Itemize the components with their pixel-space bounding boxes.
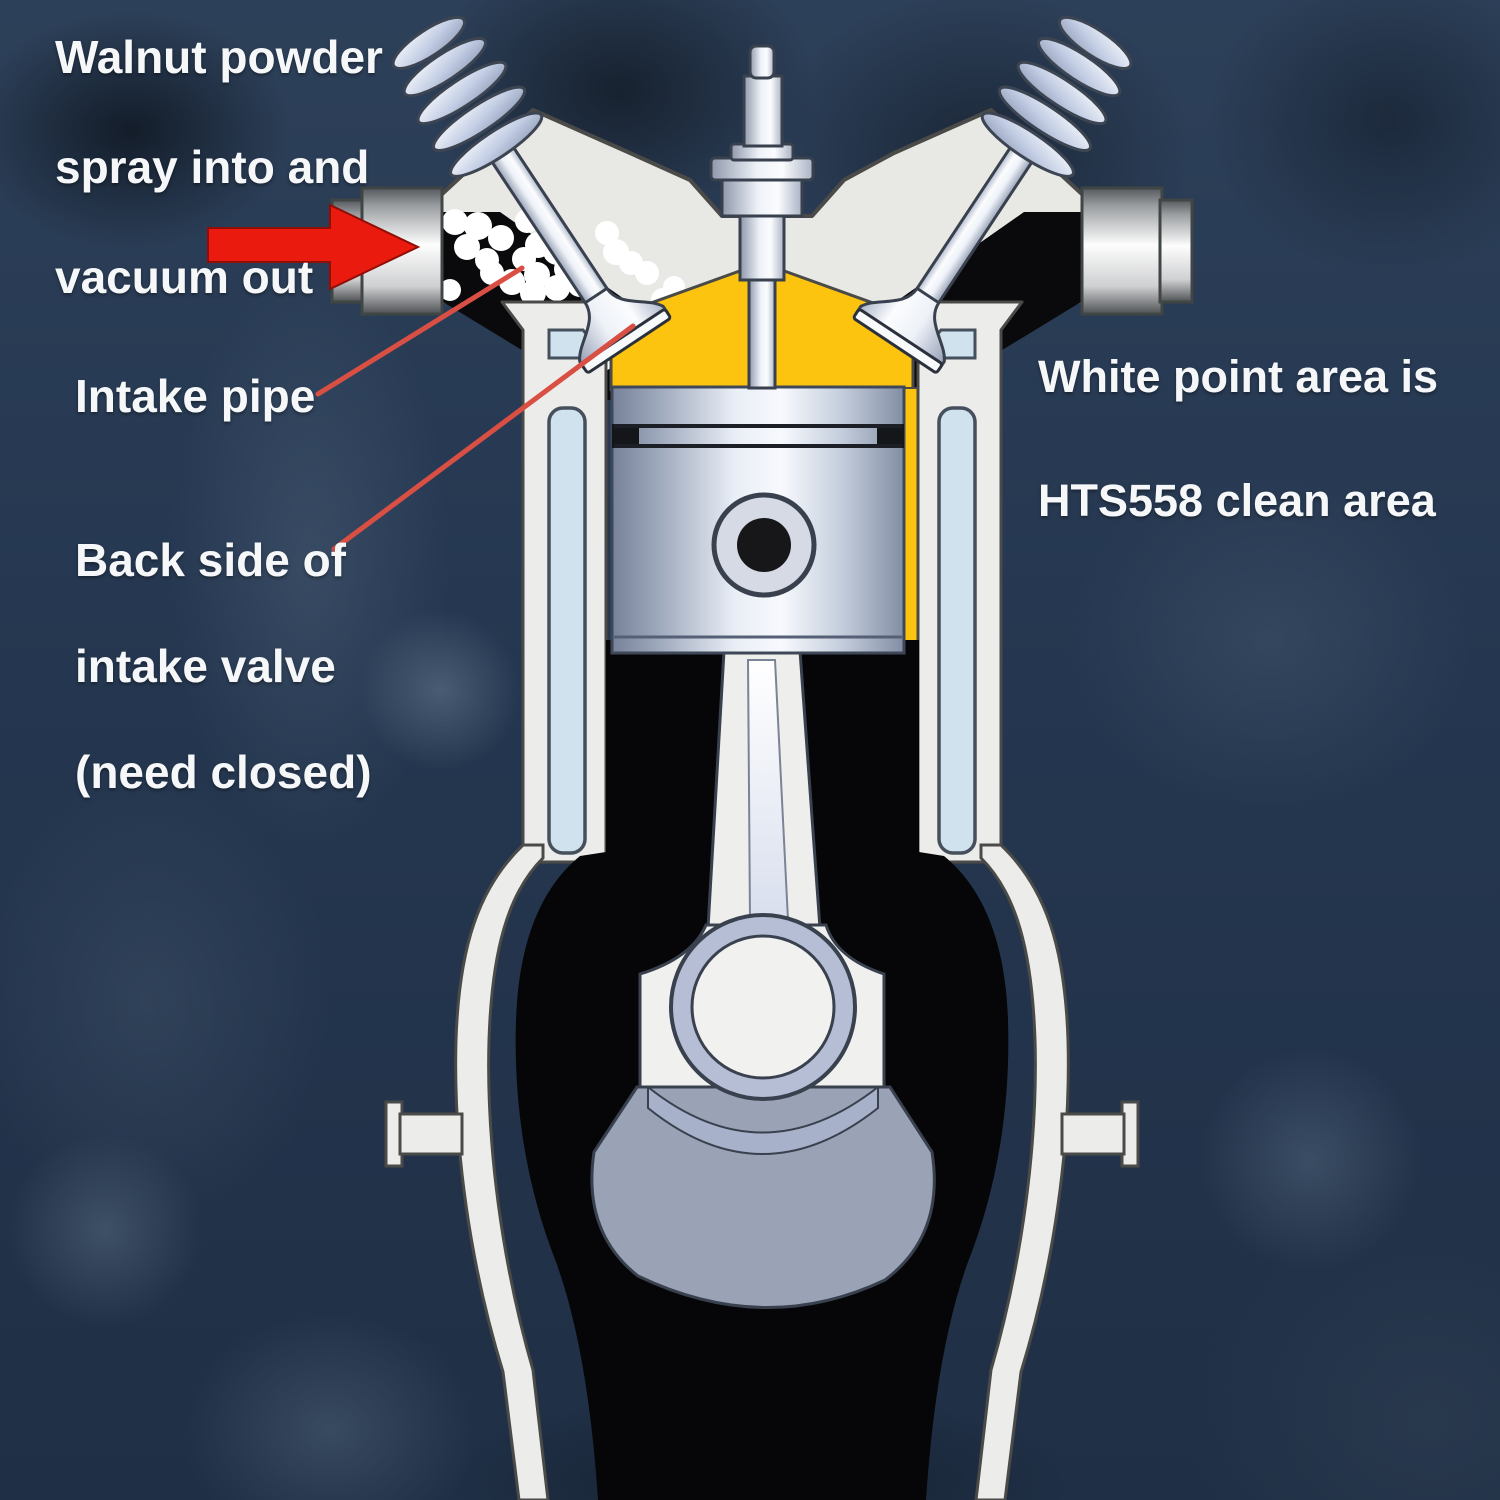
label-back-side-valve: Back side of intake valve (need closed) [75,534,435,799]
mount-tab-left-arm [398,1112,464,1156]
water-jacket-right [937,406,977,855]
label-walnut-line2: spray into and [55,141,370,193]
piston [610,385,906,655]
connecting-rod [638,649,886,1101]
label-back-line1: Back side of [75,534,346,586]
bearing-shell-arc [647,1084,879,1155]
exhaust-pipe [1080,186,1194,316]
mount-tab-right-arm [1060,1112,1126,1156]
walnut-powder-particle [488,225,514,251]
crankcase [384,843,1140,1500]
walnut-powder-particle [635,261,659,285]
label-back-line3: (need closed) [75,746,372,798]
flow-arrow-icon [207,203,421,291]
label-intake-pipe: Intake pipe [75,370,316,422]
crankshaft-counterweight [590,1085,936,1310]
label-white-line1: White point area is [1038,351,1439,402]
spark-plug-injector [709,44,815,390]
walnut-powder-particle [595,221,619,245]
label-white-point-area: White point area is HTS558 clean area [1038,346,1468,532]
water-jacket-left [547,406,587,855]
label-walnut-powder: Walnut powder spray into and vacuum out [55,30,435,305]
label-walnut-line3: vacuum out [55,251,314,303]
walnut-powder-particle [439,279,461,301]
walnut-powder-particle [520,280,546,306]
crank-journal [690,934,836,1080]
label-walnut-line1: Walnut powder [55,31,383,83]
walnut-powder-particle [544,275,570,301]
walnut-powder-particle [512,247,536,271]
walnut-powder-particle [454,234,480,260]
callout-line-intake-pipe [315,265,525,397]
callout-line-back-side [331,323,636,552]
cylinder-block [500,300,1024,864]
label-back-line2: intake valve [75,640,336,692]
walnut-powder-particle [442,209,468,235]
label-white-line2: HTS558 clean area [1038,475,1436,526]
walnut-powder-particle [480,261,504,285]
walnut-powder-particle [464,212,492,240]
